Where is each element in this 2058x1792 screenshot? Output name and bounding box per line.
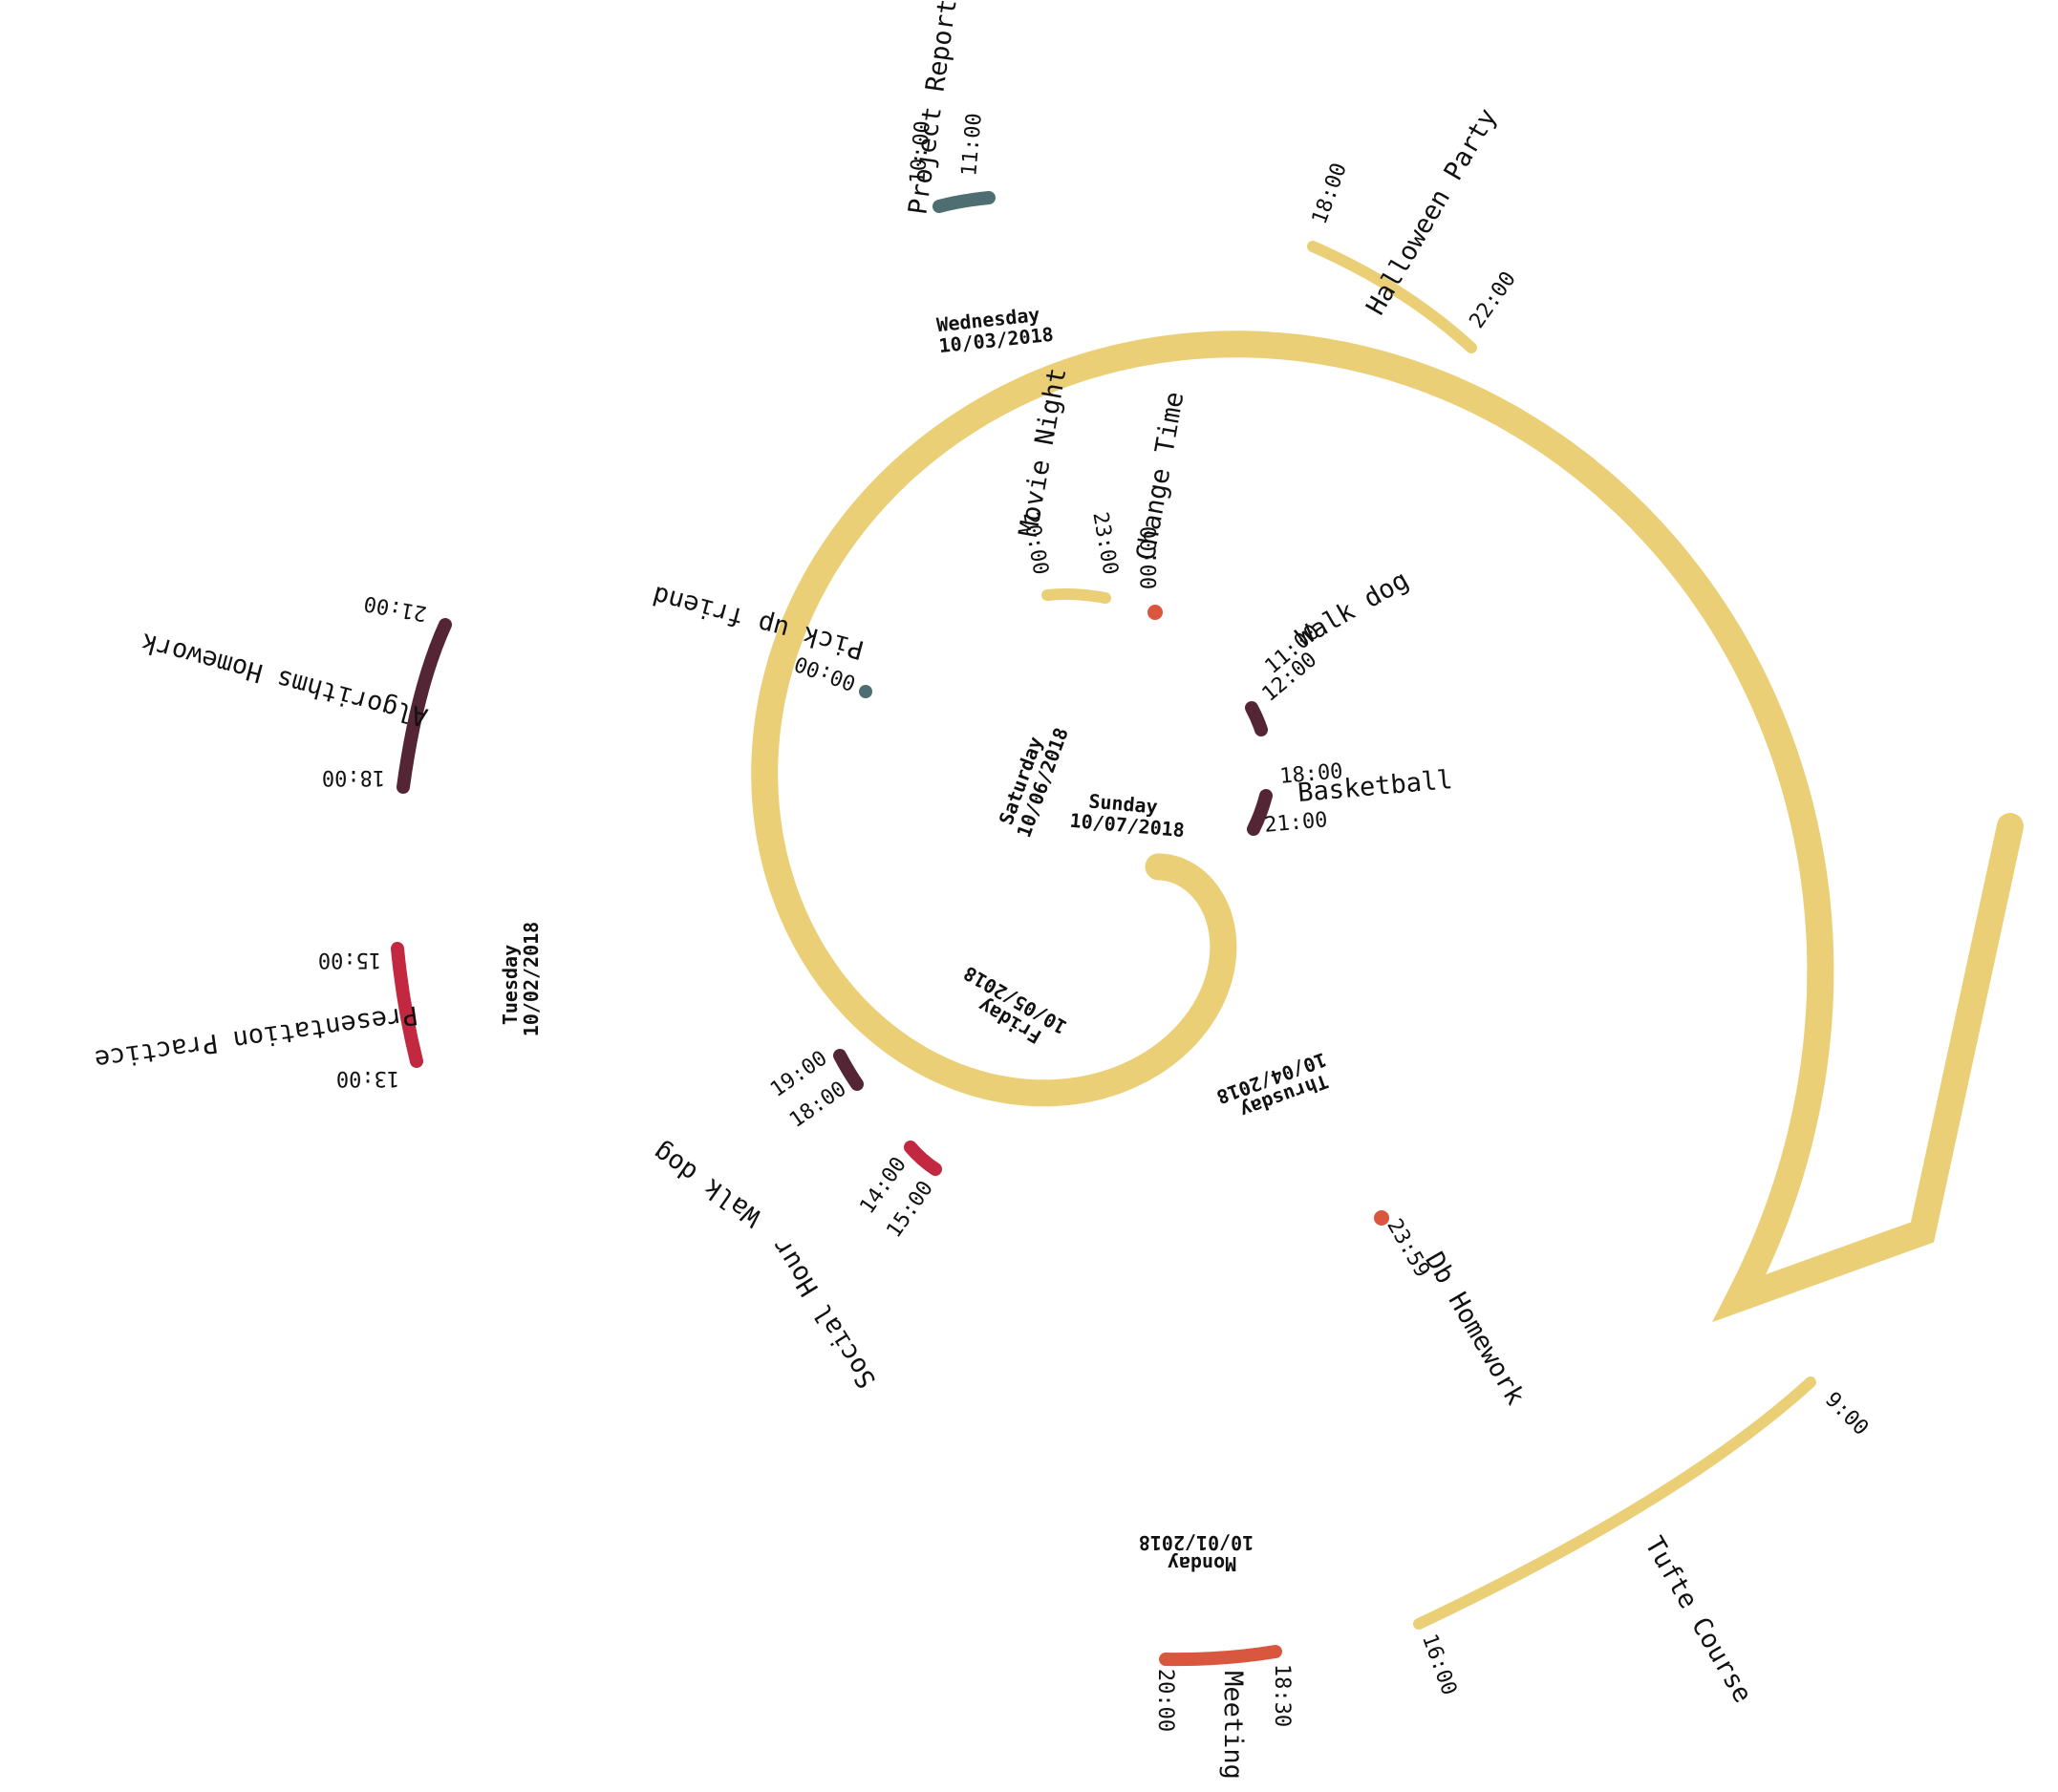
event-arc: [933, 191, 996, 213]
event-arc: [1307, 241, 1477, 353]
event-start-time: 18:00: [1278, 759, 1343, 789]
event-title: Walk dog: [648, 1137, 766, 1232]
event-arc: [391, 942, 423, 1068]
event-algorithms-homework: Algorithms Homework 18:00 21:00: [139, 590, 452, 794]
event-arc: [397, 618, 452, 794]
event-end-time: 20:00: [1153, 1669, 1177, 1732]
event-start-time: 18:30: [1270, 1664, 1294, 1727]
event-arc: [904, 1141, 942, 1176]
event-title: Meeting: [1218, 1671, 1248, 1780]
event-end-time: 16:00: [1417, 1631, 1461, 1698]
event-start-time: 23:59: [1382, 1215, 1434, 1282]
event-start-time: 18:00: [1308, 160, 1352, 227]
event-dot: [1147, 605, 1163, 620]
day-label-wednesday: Wednesday 10/03/2018: [935, 302, 1055, 357]
event-pick-up-friend: Pick up friend 00:00: [650, 580, 872, 698]
event-arc: [1247, 789, 1273, 836]
event-title: Pick up friend: [650, 580, 868, 665]
event-start-time: 20:00: [1018, 510, 1052, 577]
event-dot: [1374, 1210, 1389, 1226]
event-walk-dog-friday: Walk dog 18:00 19:00: [648, 1046, 864, 1232]
event-start-time: 9:00: [1820, 1388, 1873, 1440]
event-dot: [859, 685, 872, 698]
day-date: 10/01/2018: [1139, 1531, 1254, 1554]
event-db-homework: Db Homework 23:59: [1374, 1210, 1530, 1410]
event-end-time: 15:00: [318, 948, 381, 971]
event-arc: [1041, 588, 1111, 604]
event-start-time: 18:00: [322, 765, 385, 789]
event-tufte-course: Tufte Course 9:00 16:00: [1413, 1376, 1873, 1708]
event-title: Db Homework: [1419, 1248, 1530, 1410]
event-social-hour: Social Hour 14:00 15:00: [766, 1141, 942, 1394]
day-name: Monday: [1168, 1552, 1236, 1575]
event-end-time: 11:00: [957, 112, 987, 177]
event-start-time: 13:00: [336, 1066, 399, 1090]
day-label-monday: Monday 10/01/2018: [1139, 1531, 1254, 1575]
event-title: Algorithms Homework: [139, 627, 431, 732]
event-basketball: Basketball 18:00 21:00: [1247, 759, 1454, 838]
event-arc: [833, 1049, 864, 1091]
event-end-time: 22:00: [1465, 267, 1520, 333]
day-name: Tuesday: [499, 945, 522, 1025]
day-label-tuesday: Tuesday 10/02/2018: [499, 922, 543, 1036]
event-end-time: 21:00: [1263, 808, 1328, 838]
event-walk-dog-saturday: Walk dog 11:00 12:00: [1245, 565, 1414, 736]
event-halloween-party: Halloween Party 18:00 22:00: [1307, 103, 1521, 353]
day-date: 10/07/2018: [1069, 809, 1186, 842]
event-end-time: 23:00: [1087, 510, 1122, 577]
week-spiral: [751, 331, 2024, 1323]
event-title: Social Hour: [766, 1232, 882, 1393]
event-start-time: 10:00: [906, 119, 935, 184]
event-arc: [1159, 1645, 1282, 1667]
day-label-friday: Friday 10/05/2018: [949, 962, 1070, 1057]
event-project-report: Project Report 10:00 11:00: [903, 0, 996, 217]
event-arc: [1245, 701, 1268, 736]
event-title: Halloween Party: [1361, 103, 1503, 320]
day-label-sunday: Sunday 10/07/2018: [1069, 788, 1188, 842]
event-arc: [1413, 1376, 1816, 1630]
day-date: 10/02/2018: [520, 922, 543, 1036]
event-title: Presentation Practice: [93, 999, 419, 1074]
event-meeting: Meeting 18:30 20:00: [1153, 1645, 1294, 1780]
event-change-time: Change Time 00:00: [1131, 390, 1190, 620]
event-start-time: 00:00: [1138, 526, 1162, 589]
day-label-saturday: Saturday 10/06/2018: [993, 717, 1073, 841]
event-presentation-practice: Presentation Practice 13:00 15:00: [93, 942, 423, 1090]
event-title: Tufte Course: [1639, 1532, 1757, 1708]
day-label-thursday: Thrusday 10/04/2018: [1213, 1048, 1337, 1128]
event-end-time: 21:00: [362, 590, 429, 625]
